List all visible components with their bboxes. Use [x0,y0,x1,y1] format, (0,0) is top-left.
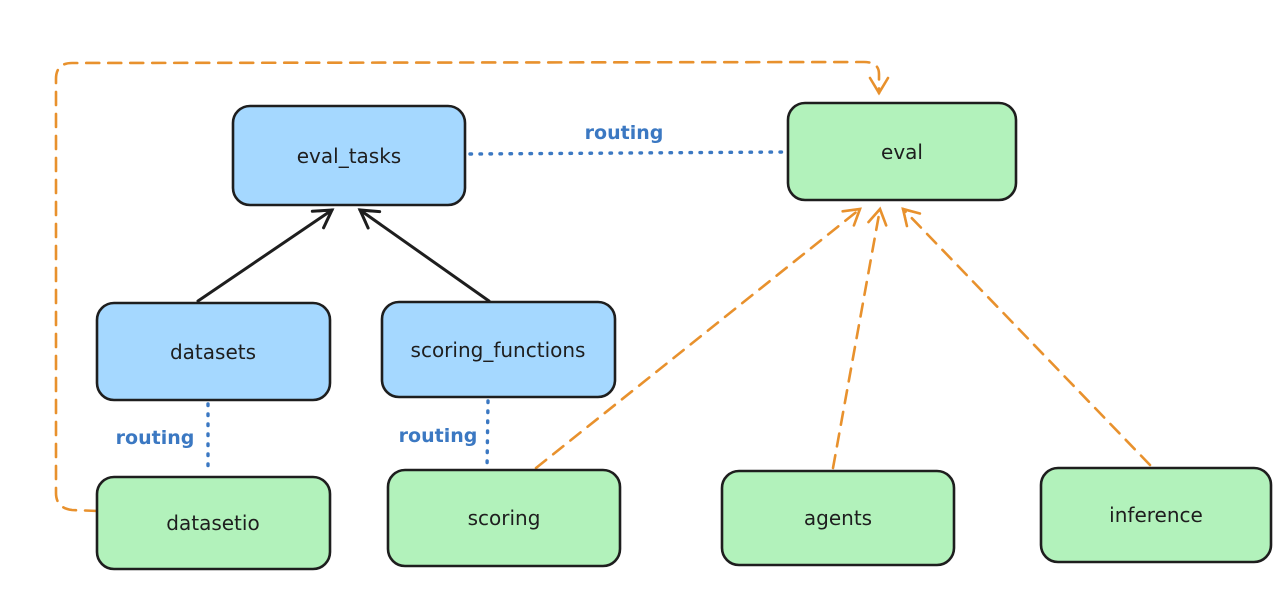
edge-scoring-functions-to-eval-tasks [357,208,491,303]
node-scoring-box [386,468,622,568]
node-datasetio: datasetio [95,475,332,571]
node-datasets-label: datasets [170,340,256,364]
node-scoring-label: scoring [468,506,541,530]
node-eval-tasks-box [231,104,467,207]
node-eval-tasks: eval_tasks [231,104,467,207]
routing-label-top: routing [585,122,664,144]
node-agents-box [720,469,956,567]
node-eval-box [786,101,1018,202]
node-agents: agents [720,469,956,567]
edge-scoring-to-eval [534,207,862,470]
edge-inference-to-eval [901,207,1152,467]
node-scoring: scoring [386,468,622,568]
node-eval-label: eval [881,140,923,164]
node-datasets-box [95,301,332,402]
node-scoring-functions: scoring_functions [380,300,617,399]
node-eval: eval [786,101,1018,202]
node-datasetio-label: datasetio [166,511,259,535]
node-datasetio-box [95,475,332,571]
node-inference-label: inference [1109,503,1203,527]
edge-agents-to-eval [831,206,888,470]
node-eval-tasks-label: eval_tasks [297,144,401,168]
edge-datasets-to-eval-tasks [196,208,335,303]
edge-scoring-functions-to-scoring-routing [485,399,490,472]
routing-label-datasets: routing [116,427,195,449]
edge-eval-tasks-to-eval-routing [468,150,788,156]
routing-label-scoring: routing [399,425,478,447]
node-datasets: datasets [95,301,332,402]
node-scoring-functions-box [380,300,617,399]
node-agents-label: agents [804,506,872,530]
node-inference-box [1039,466,1273,564]
node-scoring-functions-label: scoring_functions [411,338,586,362]
node-inference: inference [1039,466,1273,564]
